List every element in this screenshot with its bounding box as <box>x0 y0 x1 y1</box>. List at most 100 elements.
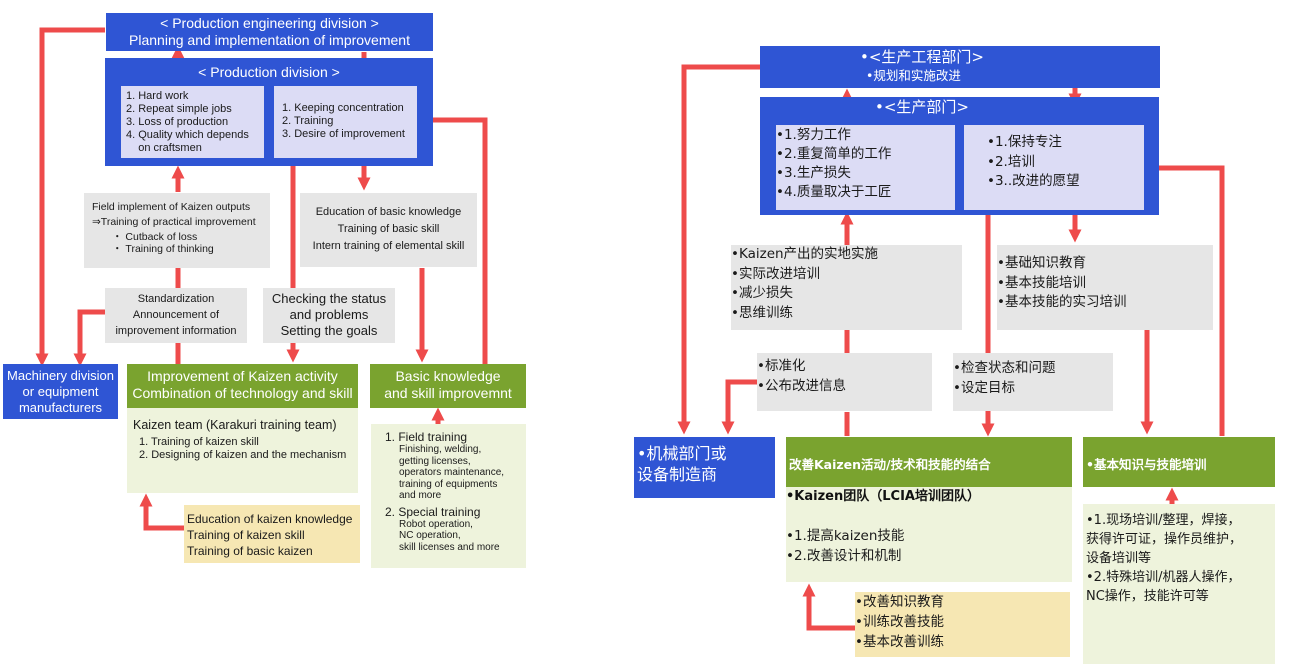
en-ke-1: Education of kaizen knowledge <box>187 512 353 526</box>
en-bk-head-2: and skill improvemnt <box>384 385 512 401</box>
cn-bt-4: •2.特殊培训/机器人操作， <box>1086 570 1241 585</box>
cn-chk-1: •检查状态和问题 <box>953 360 1056 376</box>
en-pd-left-3: 3. Loss of production <box>126 116 229 128</box>
en-std-1: Standardization <box>137 293 215 305</box>
en-std-3: improvement information <box>115 325 237 337</box>
cn-pd-left-4: •4.质量取决于工匠 <box>776 184 892 200</box>
en-pd-right-2: 2. Training <box>282 115 334 127</box>
en-field-2: ⇒Training of practical improvement <box>92 216 256 228</box>
en-pd-right-3: 3. Desire of improvement <box>282 128 405 140</box>
cn-bt-2: 获得许可证，操作员维护， <box>1086 532 1243 547</box>
cn-kz-team-title: •Kaizen团队（LCIA培训团队） <box>786 489 980 504</box>
en-bt-2: Finishing, welding, <box>399 444 482 455</box>
cn-bk-head: •基本知识与技能培训 <box>1086 457 1207 472</box>
cn-bt-5: NC操作，技能许可等 <box>1086 589 1209 604</box>
en-pd-left-2: 2. Repeat simple jobs <box>126 103 232 115</box>
en-prod-div-right-list: 1. Keeping concentration 2. Training 3. … <box>274 86 417 158</box>
cn-machinery-box: •机械部门或 设备制造商 <box>634 437 775 498</box>
cn-mach-2: 设备制造商 <box>637 465 718 484</box>
cn-ke-1: •改善知识教育 <box>855 594 944 610</box>
arrow-cn-edu-to-kaizen <box>802 583 860 631</box>
cn-ke-3: •基本改善训练 <box>855 634 944 650</box>
cn-production-engineering-box: •<生产工程部门> •规划和实施改进 <box>760 46 1160 88</box>
cn-edu-1: •基础知识教育 <box>997 255 1086 271</box>
cn-standardization-box: •标准化 •公布改进信息 <box>757 353 932 411</box>
arrow-edu-to-kaizen <box>139 493 184 531</box>
en-education-box: Education of basic knowledge Training of… <box>300 193 477 267</box>
en-basic-knowledge-header: Basic knowledge and skill improvemnt <box>370 364 526 408</box>
cn-field-3: •减少损失 <box>731 285 793 301</box>
cn-basic-training-box: •1.现场培训/整理，焊接， 获得许可证，操作员维护， 设备培训等 •2.特殊培… <box>1083 504 1275 664</box>
en-production-engineering-box: < Production engineering division > Plan… <box>106 13 433 51</box>
cn-education-box: •基础知识教育 •基本技能培训 •基本技能的实习培训 <box>997 245 1213 330</box>
cn-bt-1: •1.现场培训/整理，焊接， <box>1086 513 1241 528</box>
cn-edu-2: •基本技能培训 <box>997 274 1086 291</box>
cn-std-2: •公布改进信息 <box>757 377 846 394</box>
en-bt-7: 2. Special training <box>385 504 481 519</box>
cn-kz-team-1: •1.提高kaizen技能 <box>786 528 905 544</box>
cn-pd-right-1: •1.保持专注 <box>987 134 1062 150</box>
cn-ke-2: •训练改善技能 <box>855 614 944 630</box>
en-edu-2: Training of basic skill <box>337 223 440 235</box>
cn-kaizen-team-box: •Kaizen团队（LCIA培训团队） •1.提高kaizen技能 •2.改善设… <box>786 487 1072 582</box>
en-std-2: Announcement of <box>132 309 220 321</box>
cn-pd-right-2: •2.培训 <box>987 153 1035 170</box>
en-prod-div-left-list: 1. Hard work 2. Repeat simple jobs 3. Lo… <box>121 86 264 158</box>
en-field-implement-box: Field implement of Kaizen outputs ⇒Train… <box>84 193 270 268</box>
cn-prod-eng-line-2: •规划和实施改进 <box>866 68 961 83</box>
cn-kz-head: 改善Kaizen活动/技术和技能的结合 <box>789 457 991 472</box>
en-bt-3: getting licenses, <box>399 455 471 467</box>
en-bk-head-1: Basic knowledge <box>395 368 501 384</box>
en-ke-3: Training of basic kaizen <box>187 544 313 558</box>
en-standardization-box: Standardization Announcement of improvem… <box>105 288 247 343</box>
en-bt-5: training of equipments <box>399 478 498 490</box>
en-prod-div-title: < Production division > <box>198 64 340 80</box>
en-pd-left-5: on craftsmen <box>126 142 202 154</box>
en-mach-2: or equipment <box>22 384 99 399</box>
cn-bt-3: 设备培训等 <box>1086 551 1152 566</box>
cn-mach-1: •机械部门或 <box>637 444 727 463</box>
cn-chk-2: •设定目标 <box>953 379 1015 396</box>
cn-kaizen-education-box: •改善知识教育 •训练改善技能 •基本改善训练 <box>855 592 1070 657</box>
en-pd-right-1: 1. Keeping concentration <box>282 102 404 114</box>
en-field-4: ・ Training of thinking <box>112 243 214 255</box>
cn-field-2: •实际改进培训 <box>731 265 820 282</box>
cn-std-1: •标准化 <box>757 358 806 374</box>
en-field-1: Field implement of Kaizen outputs <box>92 201 251 213</box>
en-pd-left-1: 1. Hard work <box>126 90 189 102</box>
en-field-3: ・ Cutback of loss <box>112 231 198 243</box>
cn-kz-team-2: •2.改善设计和机制 <box>786 548 902 564</box>
en-mach-1: Machinery division <box>7 368 114 383</box>
cn-field-4: •思维训练 <box>731 304 793 321</box>
en-kz-team-2: 2. Designing of kaizen and the mechanism <box>139 449 347 461</box>
en-kz-head-2: Combination of technology and skill <box>132 385 353 401</box>
en-bt-1: 1. Field training <box>385 430 468 444</box>
arrow-cn-standard-to-machinery <box>721 379 757 435</box>
en-prod-eng-line-2: Planning and implementation of improveme… <box>129 32 410 48</box>
cn-field-1: •Kaizen产出的实地实施 <box>731 246 879 262</box>
en-mach-3: manufacturers <box>18 400 103 415</box>
cn-pd-left-3: •3.生产损失 <box>776 165 851 181</box>
en-checking-box: Checking the status and problems Setting… <box>263 288 395 343</box>
en-chk-1: Checking the status <box>271 291 387 306</box>
en-kaizen-activity-header: Improvement of Kaizen activity Combinati… <box>127 364 358 408</box>
cn-kaizen-activity-header: 改善Kaizen活动/技术和技能的结合 <box>786 437 1072 487</box>
cn-prod-div-title: •<生产部门> <box>875 98 969 116</box>
cn-pd-left-1: •1.努力工作 <box>776 127 851 143</box>
en-kz-head-1: Improvement of Kaizen activity <box>147 368 338 384</box>
cn-field-implement-box: •Kaizen产出的实地实施 •实际改进培训 •减少损失 •思维训练 <box>731 245 962 330</box>
arrow-standard-to-machinery <box>73 309 105 367</box>
en-pd-left-4: 4. Quality which depends <box>126 129 249 141</box>
en-ke-2: Training of kaizen skill <box>187 528 305 542</box>
en-bt-10: skill licenses and more <box>399 541 500 553</box>
cn-prod-eng-line-1: •<生产工程部门> <box>860 48 984 66</box>
en-bt-9: NC operation, <box>399 530 461 541</box>
en-edu-3: Intern training of elemental skill <box>312 240 465 252</box>
en-bt-4: operators maintenance, <box>399 467 505 478</box>
en-machinery-box: Machinery division or equipment manufact… <box>3 364 118 419</box>
en-bt-6: and more <box>399 490 442 501</box>
en-chk-3: Setting the goals <box>280 323 378 338</box>
en-bt-8: Robot operation, <box>399 518 473 530</box>
cn-prod-div-right-list: •1.保持专注 •2.培训 •3..改进的愿望 <box>964 125 1144 210</box>
cn-basic-knowledge-header: •基本知识与技能培训 <box>1083 437 1275 487</box>
